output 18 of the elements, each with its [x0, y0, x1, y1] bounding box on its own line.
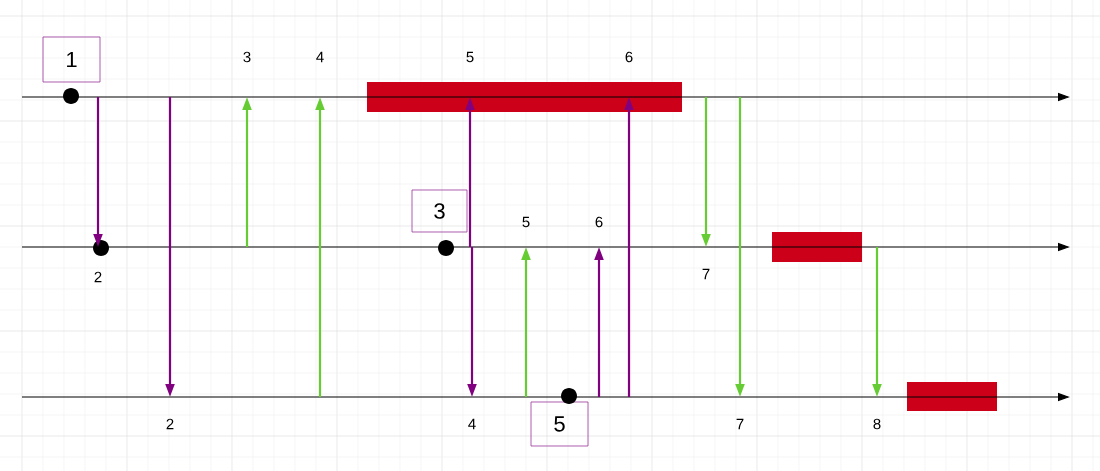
edge-label: 2	[94, 271, 102, 283]
edge-label: 7	[702, 268, 710, 280]
edge-label: 2	[166, 418, 174, 430]
edge-label: 4	[316, 51, 324, 63]
time-bar	[907, 382, 997, 411]
edge-label: 8	[873, 418, 881, 430]
edge-label: 7	[736, 418, 744, 430]
edge-label: 5	[466, 51, 474, 63]
edge-label: 6	[595, 216, 603, 228]
edge-label: 6	[625, 51, 633, 63]
time-bar	[772, 232, 862, 262]
number-box: 1	[42, 36, 101, 83]
edge-label: 3	[243, 51, 251, 63]
number-box: 5	[530, 401, 589, 447]
time-bar	[367, 82, 682, 112]
edge-label: 4	[468, 418, 476, 430]
number-box: 3	[411, 189, 468, 233]
edge-label: 5	[522, 216, 530, 228]
